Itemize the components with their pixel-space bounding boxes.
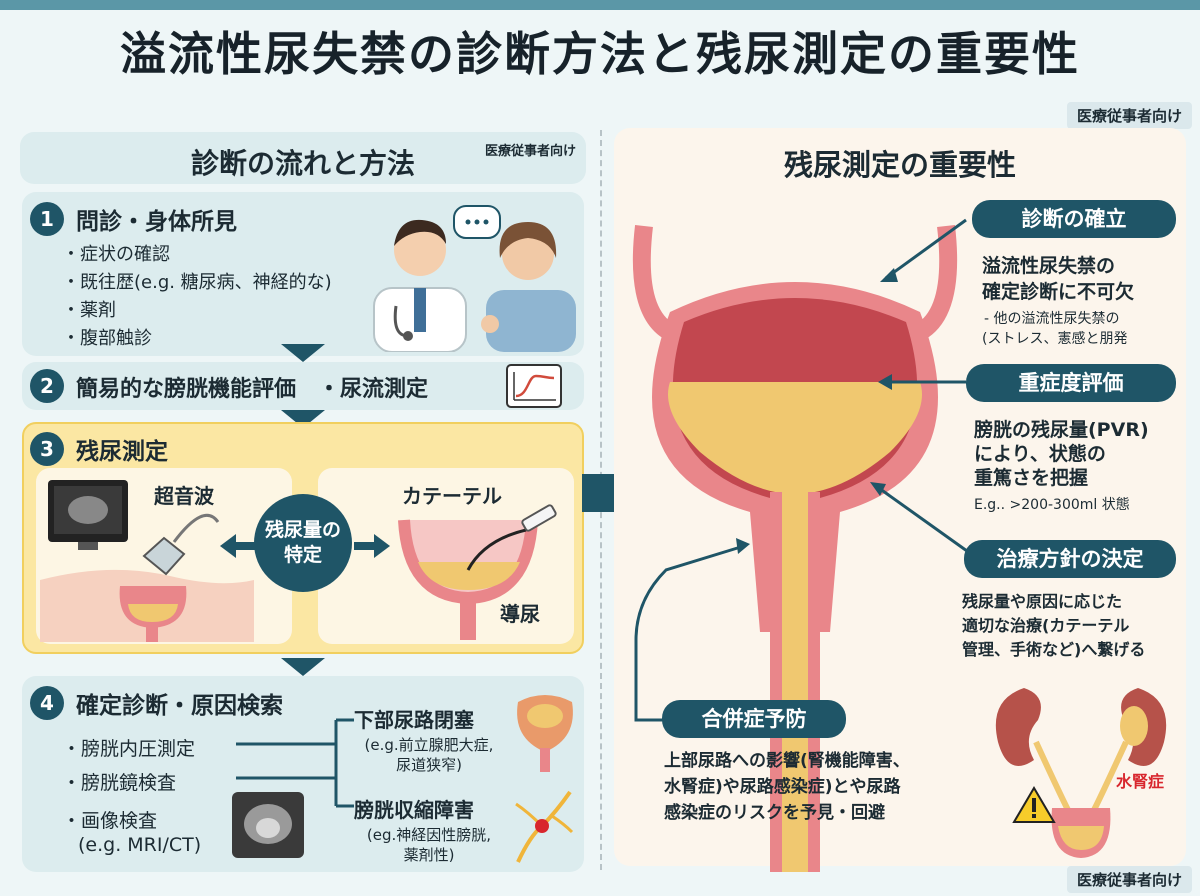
step-3-title: 残尿測定 bbox=[76, 439, 168, 465]
step-1-title: 問診・身体所見 bbox=[76, 209, 237, 235]
bladder-diagram bbox=[632, 224, 958, 872]
step-4-bullet: ・画像検査 bbox=[62, 810, 158, 832]
step-4-bullet: ・膀胱鏡検査 bbox=[62, 772, 177, 794]
point-treatment-text: 残尿量や原因に応じた bbox=[962, 592, 1123, 611]
hydronephrosis-label: 水腎症 bbox=[1116, 772, 1165, 791]
step-4-bullet: (e.g. MRI/CT) bbox=[78, 834, 202, 856]
badge-line-1: 残尿量の bbox=[264, 519, 341, 541]
right-section-panel bbox=[614, 128, 1186, 866]
catheter-illustration bbox=[398, 504, 557, 640]
double-arrow-icon bbox=[220, 534, 390, 558]
cause-obstruction-detail: 尿道狭窄) bbox=[396, 756, 462, 774]
left-section-tag: 医療従事者向け bbox=[484, 144, 576, 159]
step-2-card bbox=[22, 362, 584, 410]
point-severity-text: 膀胱の残尿量(PVR) bbox=[974, 419, 1149, 441]
step-1-bullet: ・症状の確認 bbox=[62, 244, 170, 265]
point-complication-text: 感染症のリスクを予見・回避 bbox=[664, 803, 885, 823]
point-complication-text: 上部尿路への影響(腎機能障害、 bbox=[664, 751, 910, 771]
doctor-patient-illustration bbox=[373, 205, 576, 352]
ultrasound-label: 超音波 bbox=[154, 484, 214, 508]
page-title: 溢流性尿失禁の診断方法と残尿測定の重要性 bbox=[120, 27, 1080, 81]
audience-tag: 医療従事者向け bbox=[1066, 102, 1192, 129]
point-severity-label: 重症度評価 bbox=[966, 364, 1176, 402]
right-section-title: 残尿測定の重要性 bbox=[783, 148, 1016, 182]
mri-ct-image-icon bbox=[232, 792, 304, 858]
step-4-number: 4 bbox=[30, 686, 64, 720]
point-complication-text: 水腎症)や尿路感染症)とや尿路 bbox=[664, 777, 901, 797]
step-2-number: 2 bbox=[30, 369, 64, 403]
prostate-icon bbox=[517, 695, 573, 772]
cause-contraction-detail: 薬剤性) bbox=[403, 846, 455, 864]
cause-contraction-title: 膀胱収縮障害 bbox=[354, 798, 474, 822]
flow-arrow-3 bbox=[281, 658, 325, 676]
flow-arrow-1 bbox=[281, 344, 325, 362]
step-3-number: 3 bbox=[30, 432, 64, 466]
step-1-bullet: ・既往歴(e.g. 糖尿病、神経的な) bbox=[62, 272, 332, 293]
point-diagnosis-label: 診断の確立 bbox=[972, 200, 1176, 238]
step-2-title: 簡易的な膀胱機能評価 ・尿流測定 bbox=[76, 377, 429, 402]
badge-line-2: 特定 bbox=[283, 543, 322, 566]
top-accent-bar bbox=[0, 0, 1200, 10]
audience-tag-bottom: 医療従事者向け bbox=[1066, 866, 1192, 893]
point-diagnosis-note: - 他の溢流性尿失禁の bbox=[984, 311, 1120, 327]
step-4-title: 確定診断・原因検索 bbox=[76, 693, 283, 719]
catheter-drain-label: 導尿 bbox=[500, 602, 540, 626]
step-4-bullet: ・膀胱内圧測定 bbox=[62, 738, 196, 760]
step-1-bullet: ・薬剤 bbox=[62, 300, 116, 321]
cause-obstruction-detail: (e.g.前立腺肥大症, bbox=[364, 736, 494, 754]
step-1-number: 1 bbox=[30, 202, 64, 236]
point-severity-note: E.g.. >200-300ml 状態 bbox=[974, 497, 1130, 513]
uroflow-chart-icon bbox=[506, 364, 562, 408]
cause-obstruction-title: 下部尿路閉塞 bbox=[354, 708, 474, 732]
cause-contraction-detail: (eg.神経因性膀胱, bbox=[366, 826, 492, 844]
point-treatment-text: 管理、手術など)へ繋げる bbox=[962, 640, 1146, 659]
point-treatment-text: 適切な治療(カテーテル bbox=[962, 616, 1130, 635]
point-severity-text: 重篤さを把握 bbox=[974, 467, 1089, 489]
point-severity-text: により、状態の bbox=[974, 443, 1106, 465]
nerve-icon bbox=[515, 790, 574, 863]
kidney-hydronephrosis-illustration bbox=[995, 688, 1167, 858]
cause-connector-lines bbox=[236, 718, 354, 808]
left-section-header: 診断の流れと方法 医療従事者向け bbox=[20, 132, 586, 184]
point-treatment-label: 治療方針の決定 bbox=[964, 540, 1176, 578]
point-diagnosis-text: 溢流性尿失禁の bbox=[982, 255, 1116, 277]
point-diagnosis-text: 確定診断に不可欠 bbox=[982, 281, 1135, 303]
ultrasound-illustration bbox=[40, 480, 254, 642]
step-1-bullet: ・腹部触診 bbox=[62, 328, 152, 349]
point-diagnosis-note: (ストレス、憲感と朋発 bbox=[982, 331, 1128, 347]
left-section-title: 診断の流れと方法 bbox=[190, 147, 415, 180]
point-complication-label: 合併症予防 bbox=[662, 700, 846, 738]
catheter-label: カテーテル bbox=[402, 484, 502, 508]
residual-volume-badge: 残尿量の 特定 bbox=[254, 494, 352, 592]
callout-arrows bbox=[634, 218, 975, 722]
